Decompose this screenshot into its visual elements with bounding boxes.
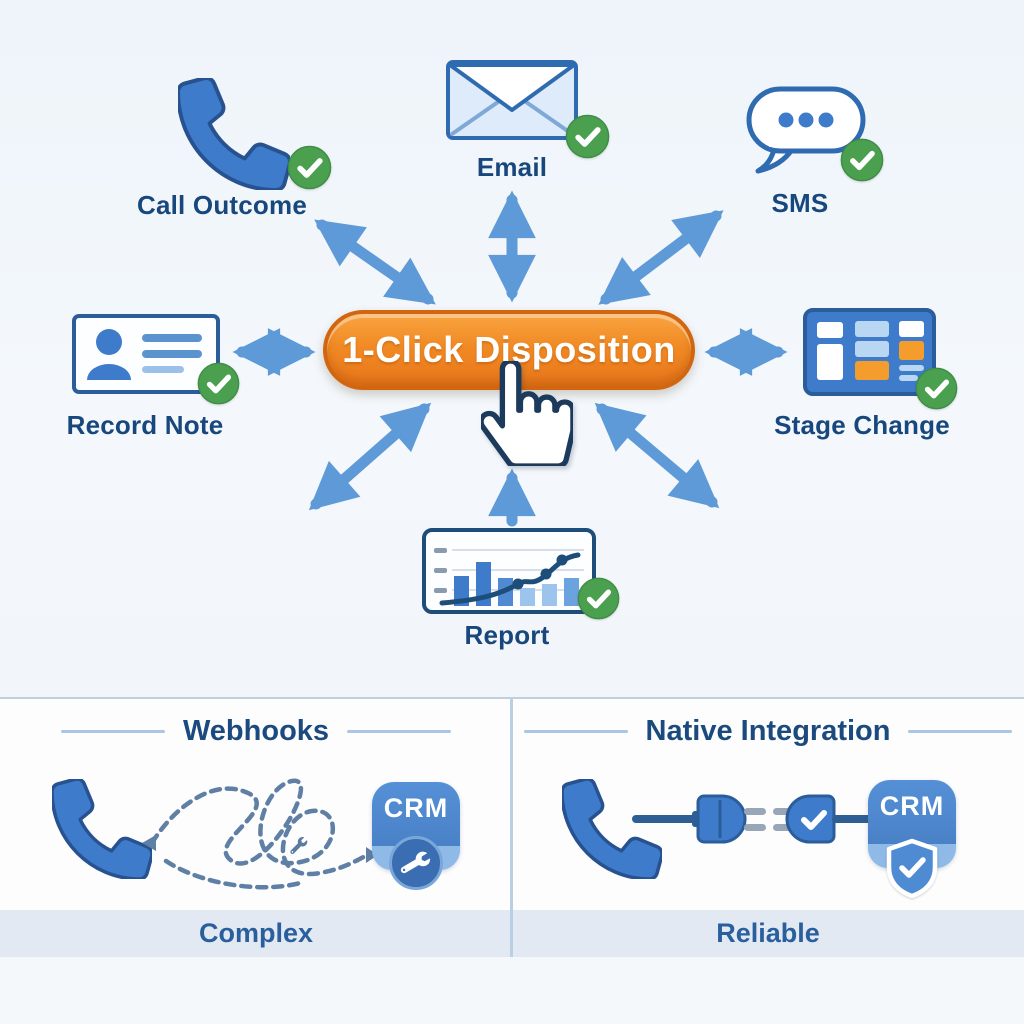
native-integration-panel: Native Integration CRM [512, 699, 1024, 957]
phone-icon [52, 779, 152, 879]
crm-app-icon: CRM [868, 780, 956, 898]
sms-label: SMS [771, 188, 829, 218]
check-icon [197, 362, 240, 405]
shield-check-badge-icon [886, 838, 938, 898]
chat-bubble-icon [746, 86, 866, 174]
report-label: Report [464, 620, 550, 650]
gear-badge-icon [389, 836, 443, 890]
panel-divider [510, 699, 513, 957]
check-icon [840, 138, 884, 182]
stage-change-label: Stage Change [774, 410, 950, 440]
title-divider-line [908, 729, 1013, 733]
record-note-label: Record Note [66, 410, 224, 440]
webhooks-title: Webhooks [182, 714, 330, 747]
reliable-caption-band: Reliable [512, 910, 1024, 957]
webhooks-caption: Complex [198, 918, 314, 948]
call-outcome-label: Call Outcome [137, 190, 307, 220]
footer-strip [0, 957, 1024, 1024]
webhooks-caption-band: Complex [0, 910, 512, 957]
plug-connector-icon [632, 794, 877, 844]
title-divider-line [523, 729, 628, 733]
webhooks-panel: Webhooks CRM [0, 699, 512, 957]
phone-icon [178, 78, 290, 190]
integration-comparison: Webhooks CRM [0, 697, 1024, 1024]
crm-label: CRM [879, 791, 945, 821]
crm-label: CRM [383, 793, 449, 823]
arrow-down-right [594, 402, 720, 509]
check-icon [287, 145, 332, 190]
envelope-icon [446, 60, 578, 140]
bar-chart-icon [422, 528, 596, 614]
reliable-caption: Reliable [716, 918, 820, 948]
email-label: Email [476, 152, 548, 182]
native-integration-title: Native Integration [645, 714, 891, 747]
title-divider-line [60, 729, 165, 733]
connector-arrows [232, 190, 788, 527]
check-icon [915, 367, 958, 410]
arrow-call-outcome [314, 219, 436, 305]
contact-card-icon [72, 314, 220, 394]
kanban-board-icon [803, 308, 936, 396]
check-icon [577, 577, 620, 620]
arrow-sms [598, 210, 724, 305]
title-divider-line [347, 729, 452, 733]
disposition-diagram: Call Outcome Email SMS [0, 0, 1024, 697]
tangled-lines-icon [142, 778, 378, 890]
cursor-hand-icon [481, 361, 573, 466]
arrow-down-left [308, 402, 432, 511]
crm-app-icon: CRM [372, 782, 460, 890]
